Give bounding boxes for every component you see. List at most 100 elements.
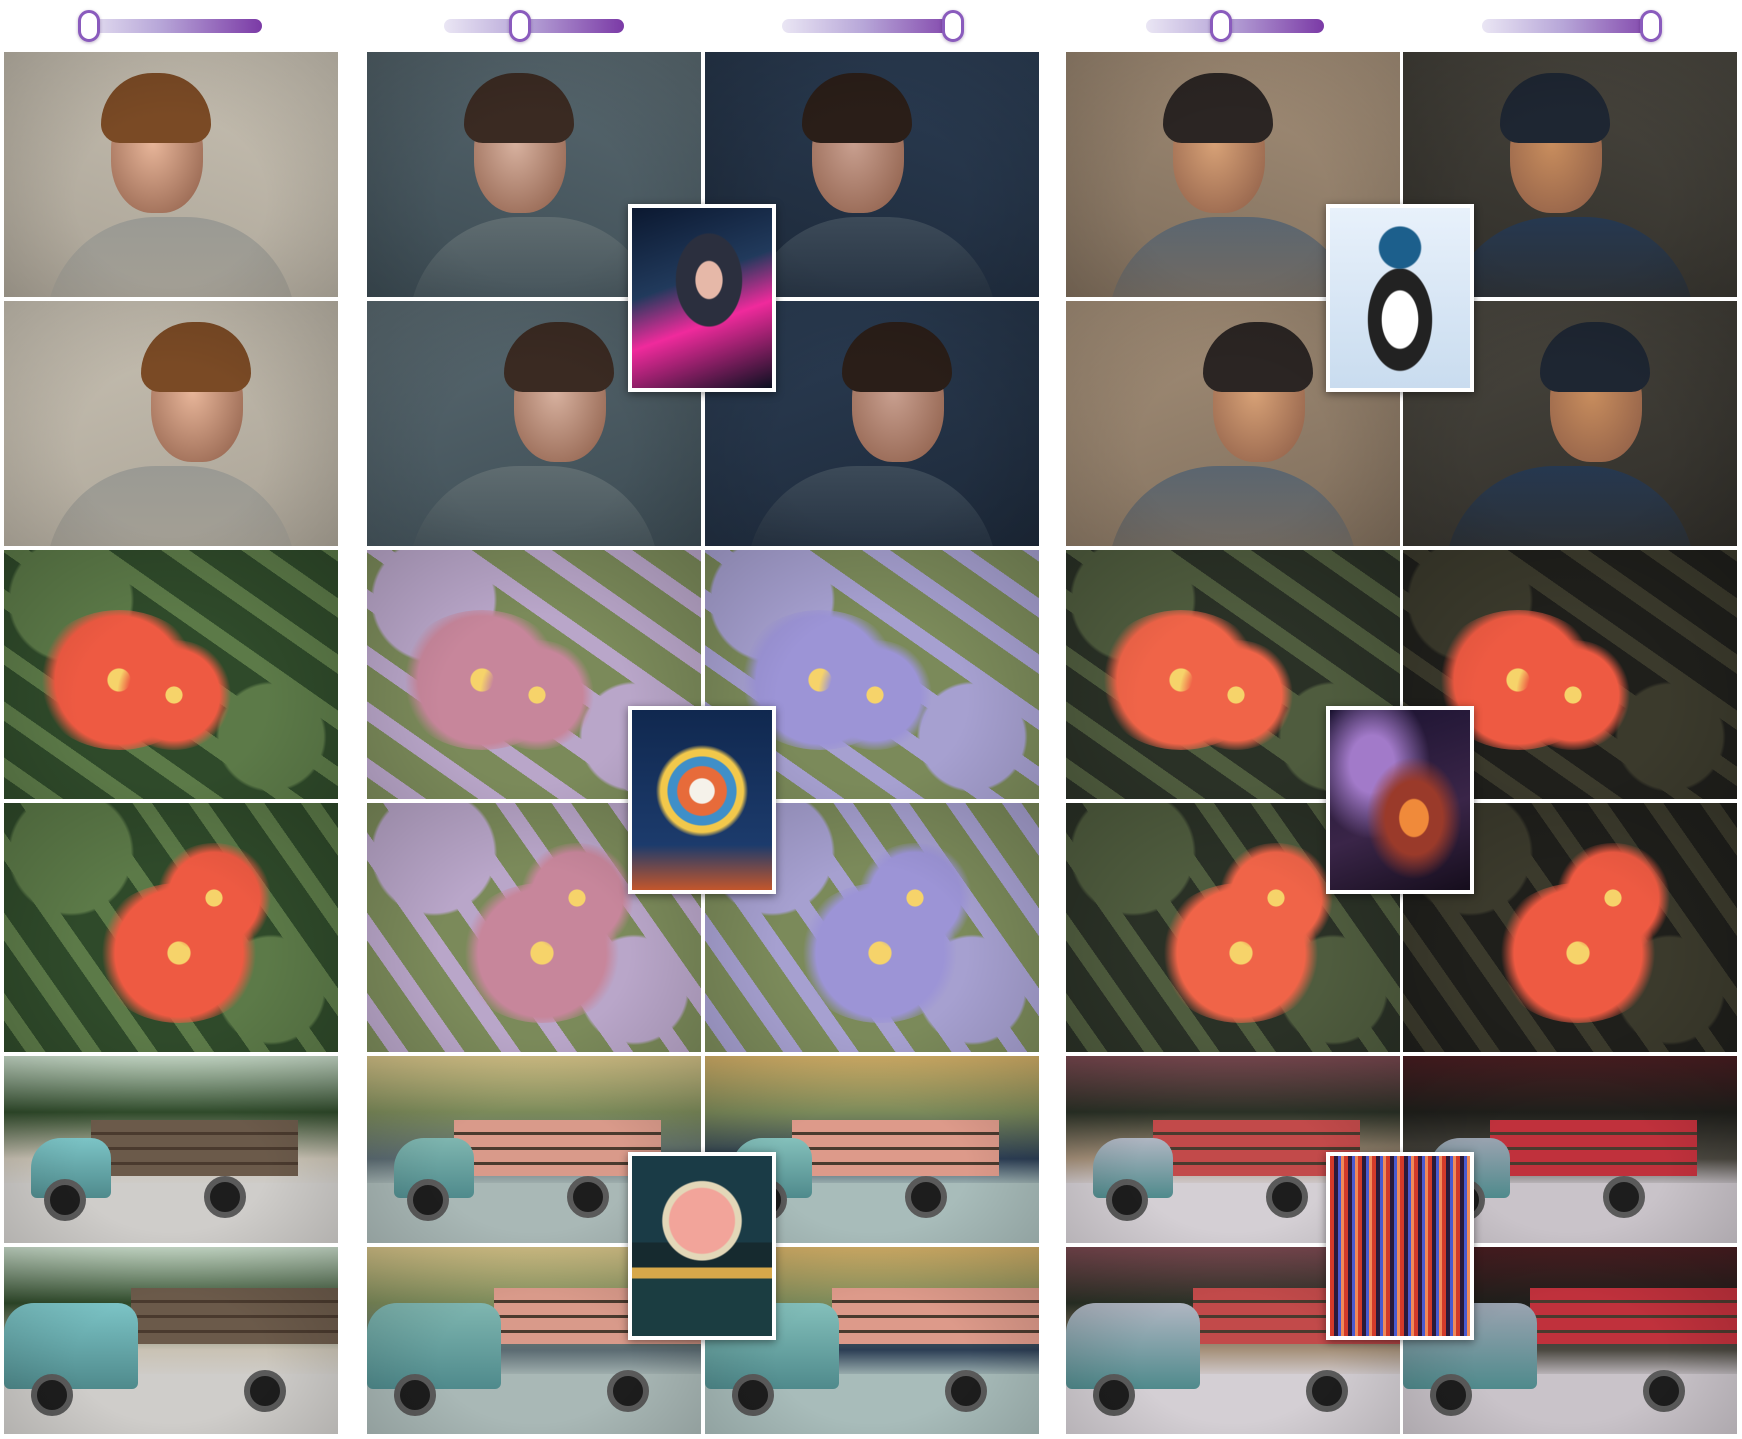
- flower-cluster: [154, 843, 274, 953]
- truck-wheel: [204, 1175, 247, 1218]
- hair-shape: [1540, 321, 1650, 392]
- truck-wheel: [393, 1374, 436, 1417]
- style-reference-starry-mountain: [628, 1152, 776, 1340]
- truck-bed: [831, 1288, 1039, 1345]
- truck-wheel: [567, 1175, 610, 1218]
- truck-wheel: [1603, 1175, 1646, 1218]
- portrait-style-2-strong-image-1: [1403, 52, 1737, 297]
- sidewalk: [4, 1183, 338, 1243]
- sweater-shape: [409, 466, 659, 546]
- hair-shape: [1500, 72, 1610, 143]
- sidewalk: [705, 1374, 1039, 1434]
- truck-wheel: [1643, 1370, 1686, 1413]
- flower-cluster: [477, 640, 597, 750]
- slider-track: [444, 19, 624, 33]
- slider-track: [782, 19, 964, 33]
- hair-shape: [842, 321, 952, 392]
- truck-style-1-strong-image-2: [705, 1247, 1039, 1434]
- portrait-style-1-weak-image-2: [367, 301, 701, 546]
- flower-cluster: [94, 883, 264, 1023]
- truck-bed: [1529, 1288, 1737, 1345]
- face-shape: [474, 94, 566, 213]
- sweater-shape: [409, 217, 659, 297]
- truck-wheel: [30, 1374, 73, 1417]
- flower-cluster: [795, 883, 965, 1023]
- face-shape: [1213, 343, 1305, 462]
- sweater-shape: [747, 466, 997, 546]
- truck-wheel: [905, 1175, 948, 1218]
- slider-style-1-weak[interactable]: [444, 10, 624, 42]
- truck-bed: [130, 1288, 338, 1345]
- flower-cluster: [1493, 883, 1663, 1023]
- flower-cluster: [1096, 610, 1266, 750]
- portrait-source-image-1: [4, 52, 338, 297]
- hair-shape: [101, 72, 211, 143]
- truck-bed: [90, 1119, 298, 1176]
- flowers-source-image-1: [4, 550, 338, 799]
- truck-wheel: [44, 1179, 87, 1222]
- slider-thumb[interactable]: [508, 10, 531, 42]
- portrait-style-2-strong-image-2: [1403, 301, 1737, 546]
- truck-bed: [791, 1119, 999, 1176]
- face-shape: [1173, 94, 1265, 213]
- truck-cab: [30, 1138, 111, 1199]
- slider-style-1-strong[interactable]: [782, 10, 965, 42]
- truck-wheel: [1106, 1179, 1149, 1222]
- sweater-shape: [747, 217, 997, 297]
- slider-style-2-strong[interactable]: [1482, 10, 1663, 42]
- truck-cab: [367, 1303, 501, 1390]
- slider-thumb[interactable]: [1209, 10, 1232, 42]
- sweater-shape: [1445, 466, 1695, 546]
- style-reference-flower-bouquet-painting: [628, 706, 776, 894]
- sweater-shape: [1108, 217, 1358, 297]
- slider-thumb[interactable]: [942, 10, 965, 42]
- truck-wheel: [1092, 1374, 1135, 1417]
- truck-source-image-1: [4, 1056, 338, 1243]
- flower-cluster: [457, 883, 627, 1023]
- style-reference-cyberpunk-woman: [628, 204, 776, 392]
- truck-source-image-2: [4, 1247, 338, 1434]
- slider-thumb[interactable]: [1640, 10, 1663, 42]
- hair-shape: [1203, 321, 1313, 392]
- truck-wheel: [731, 1374, 774, 1417]
- face-shape: [111, 94, 203, 213]
- face-shape: [852, 343, 944, 462]
- hair-shape: [1163, 72, 1273, 143]
- flower-cluster: [815, 640, 935, 750]
- flower-cluster: [397, 610, 567, 750]
- hair-shape: [141, 321, 251, 392]
- sidewalk: [4, 1374, 338, 1434]
- truck-cab: [1092, 1138, 1173, 1199]
- truck-wheel: [1306, 1370, 1349, 1413]
- sweater-shape: [1108, 466, 1358, 546]
- flower-cluster: [1216, 843, 1336, 953]
- flower-cluster: [1156, 883, 1326, 1023]
- style-reference-nebula: [1326, 706, 1474, 894]
- slider-style-2-weak[interactable]: [1146, 10, 1324, 42]
- slider-source[interactable]: [78, 10, 262, 42]
- flower-cluster: [1553, 843, 1673, 953]
- truck-wheel: [607, 1370, 650, 1413]
- hair-shape: [504, 321, 614, 392]
- face-shape: [812, 94, 904, 213]
- style-reference-red-blue-waves: [1326, 1152, 1474, 1340]
- slider-track: [1482, 19, 1662, 33]
- truck-style-2-weak-image-2: [1066, 1247, 1400, 1434]
- truck-bed: [1489, 1119, 1697, 1176]
- flower-cluster: [114, 640, 234, 750]
- sweater-shape: [46, 217, 296, 297]
- truck-wheel: [1429, 1374, 1472, 1417]
- sidewalk: [1403, 1374, 1737, 1434]
- flowers-source-image-2: [4, 803, 338, 1052]
- hair-shape: [802, 72, 912, 143]
- portrait-style-1-weak-image-1: [367, 52, 701, 297]
- slider-thumb[interactable]: [78, 10, 101, 42]
- flower-cluster: [1176, 640, 1296, 750]
- flower-cluster: [34, 610, 204, 750]
- truck-wheel: [1266, 1175, 1309, 1218]
- flowers-style-1-weak-image-2: [367, 803, 701, 1052]
- portrait-source-image-2: [4, 301, 338, 546]
- flower-cluster: [855, 843, 975, 953]
- sidewalk: [1066, 1374, 1400, 1434]
- style-reference-anime-maid: [1326, 204, 1474, 392]
